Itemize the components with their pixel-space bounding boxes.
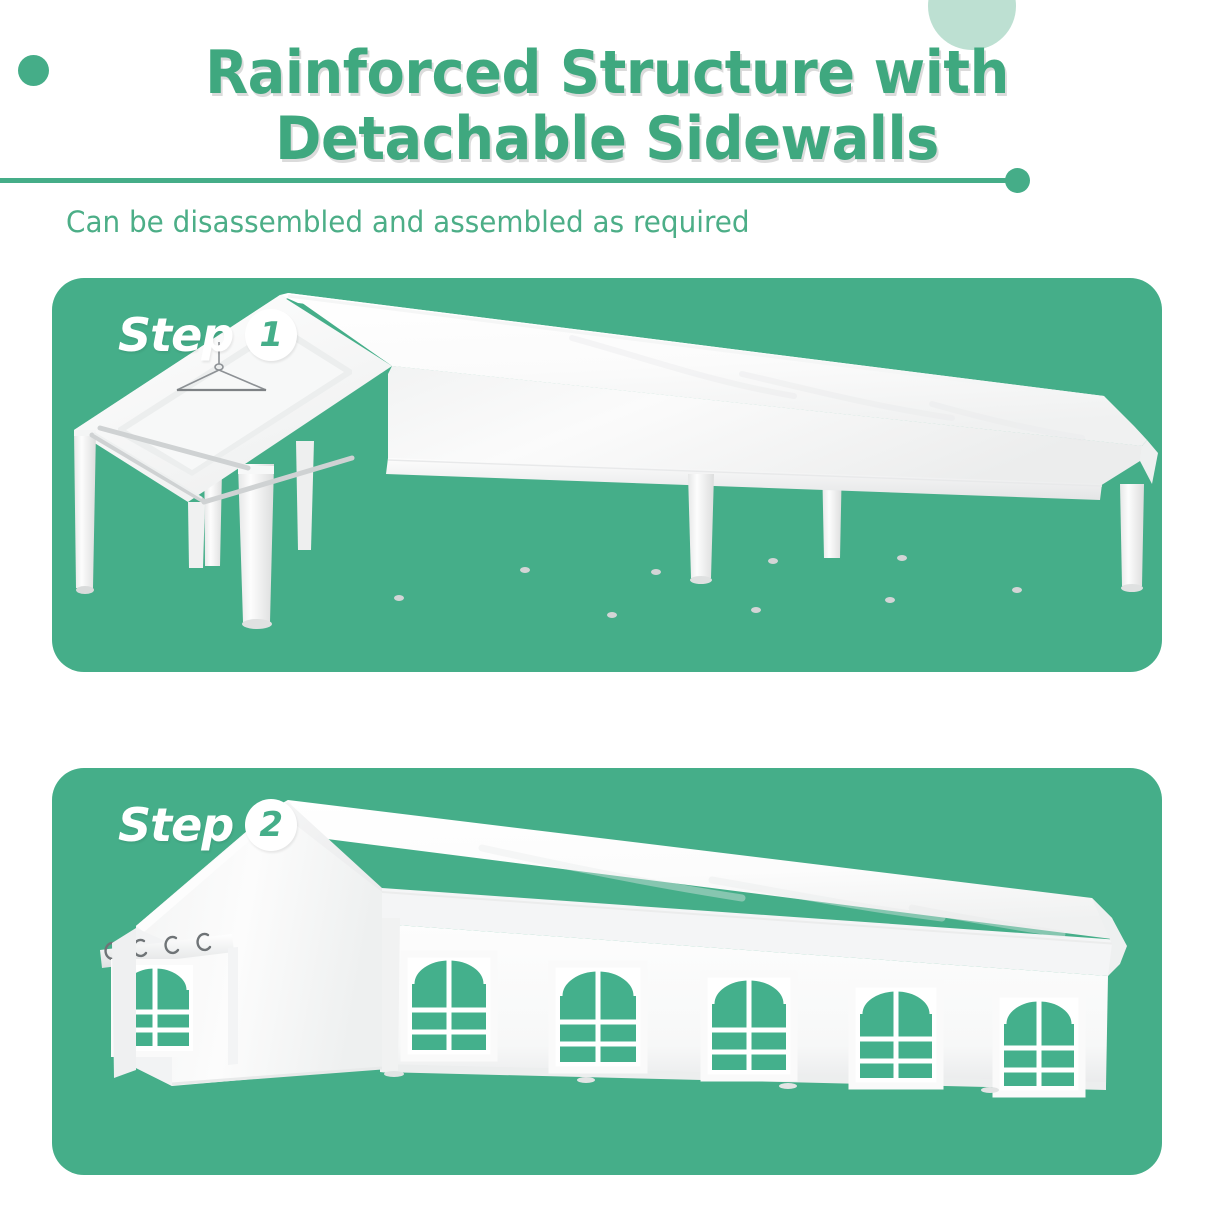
step-1-badge: Step 1 — [118, 308, 298, 362]
decor-dot-icon — [18, 55, 49, 86]
window — [548, 960, 648, 1074]
page-subtitle: Can be disassembled and assembled as req… — [66, 205, 750, 239]
window — [400, 950, 498, 1062]
divider-line — [0, 178, 1022, 183]
corner-legs — [74, 430, 1144, 629]
canopy-frame-graphic — [74, 293, 1158, 629]
step-2-illustration — [52, 768, 1162, 1175]
step-2-badge: Step 2 — [118, 798, 298, 852]
page-title: Rainforced Structure with Detachable Sid… — [205, 38, 1009, 174]
step-1-number: 1 — [245, 309, 298, 361]
step-1-illustration — [52, 278, 1162, 672]
step-1-card: Step 1 — [52, 278, 1162, 672]
window — [848, 980, 944, 1090]
divider-end-dot-icon — [1005, 168, 1030, 193]
roof-overhang — [382, 888, 1120, 976]
canopy-with-sidewalls-graphic — [100, 800, 1127, 1098]
window — [700, 970, 798, 1082]
step-1-label: Step — [118, 308, 234, 362]
foot-plates — [384, 1071, 999, 1093]
pole-feet — [394, 555, 1022, 618]
window — [992, 990, 1086, 1098]
step-2-card: Step 2 — [52, 768, 1162, 1175]
step-2-number: 2 — [245, 799, 298, 851]
frame-struts — [89, 425, 355, 505]
roof-top-plane — [274, 800, 1120, 940]
side-windows — [400, 950, 1086, 1098]
roof-fascia — [386, 458, 1102, 500]
step-2-label: Step — [118, 798, 234, 852]
end-wall-pole — [228, 947, 238, 1065]
